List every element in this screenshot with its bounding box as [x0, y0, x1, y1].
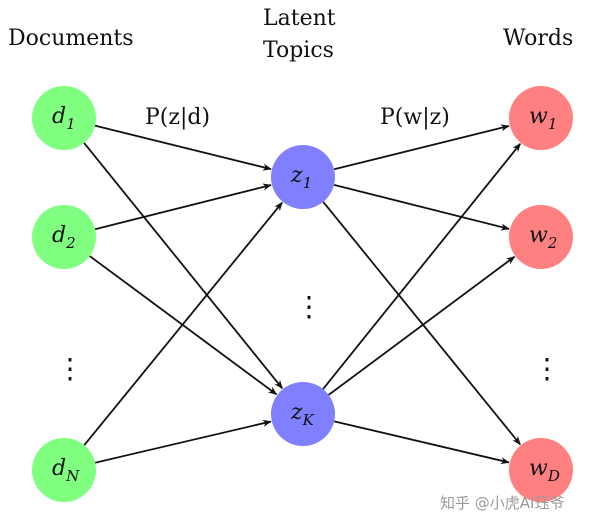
node-d1: d1 [32, 86, 96, 150]
documents-header: Documents [8, 26, 134, 51]
node-label-z1: z1 [290, 163, 312, 192]
edge-label-p-z-given-d: P(z|d) [145, 105, 210, 130]
edge-d1-to-z1 [94, 124, 272, 171]
node-w2: w2 [509, 205, 573, 269]
edges [83, 124, 522, 465]
edge-label-p-w-given-z: P(w|z) [380, 105, 450, 130]
node-circle-zK [271, 382, 335, 446]
edge-d1-to-zK [83, 142, 283, 390]
node-zK: zK [271, 382, 335, 446]
node-circle-d1 [32, 86, 96, 150]
node-dN: dN [32, 438, 96, 502]
node-circle-z1 [271, 145, 335, 209]
node-circle-w1 [509, 86, 573, 150]
node-circle-wD [509, 438, 573, 502]
edge-zK-to-w1 [322, 143, 522, 390]
edge-zK-to-wD [333, 420, 510, 465]
words-header: Words [503, 26, 574, 51]
node-circle-w2 [509, 205, 573, 269]
node-circle-d2 [32, 205, 96, 269]
node-label-dN: dN [52, 456, 80, 485]
node-circle-dN [32, 438, 96, 502]
node-z1: z1 [271, 145, 335, 209]
words-ellipsis: ⋮ [533, 352, 561, 385]
edge-dN-to-z1 [83, 201, 283, 446]
node-label-w2: w2 [529, 223, 557, 252]
edge-d2-to-z1 [94, 183, 272, 231]
latent-topics-header-line1: Latent [263, 6, 336, 31]
nodes: d1 d2 dN z1 zK w1 w2 wD [32, 86, 573, 502]
topics-ellipsis: ⋮ [295, 290, 323, 323]
node-d2: d2 [32, 205, 96, 269]
watermark: 知乎 @小虎AI珏爷 [440, 494, 565, 512]
documents-ellipsis: ⋮ [56, 352, 84, 385]
node-label-wD: wD [529, 456, 560, 485]
edge-dN-to-zK [94, 419, 272, 464]
edge-z1-to-wD [322, 201, 521, 446]
node-label-d1: d1 [52, 104, 76, 133]
edge-z1-to-w2 [333, 183, 510, 231]
edge-zK-to-w2 [328, 255, 516, 396]
node-label-zK: zK [290, 400, 315, 429]
node-w1: w1 [509, 86, 573, 150]
node-label-w1: w1 [529, 104, 557, 133]
edge-z1-to-w1 [333, 124, 510, 171]
node-label-d2: d2 [52, 223, 76, 252]
node-wD: wD [509, 438, 573, 502]
latent-topics-header-line2: Topics [263, 38, 334, 63]
